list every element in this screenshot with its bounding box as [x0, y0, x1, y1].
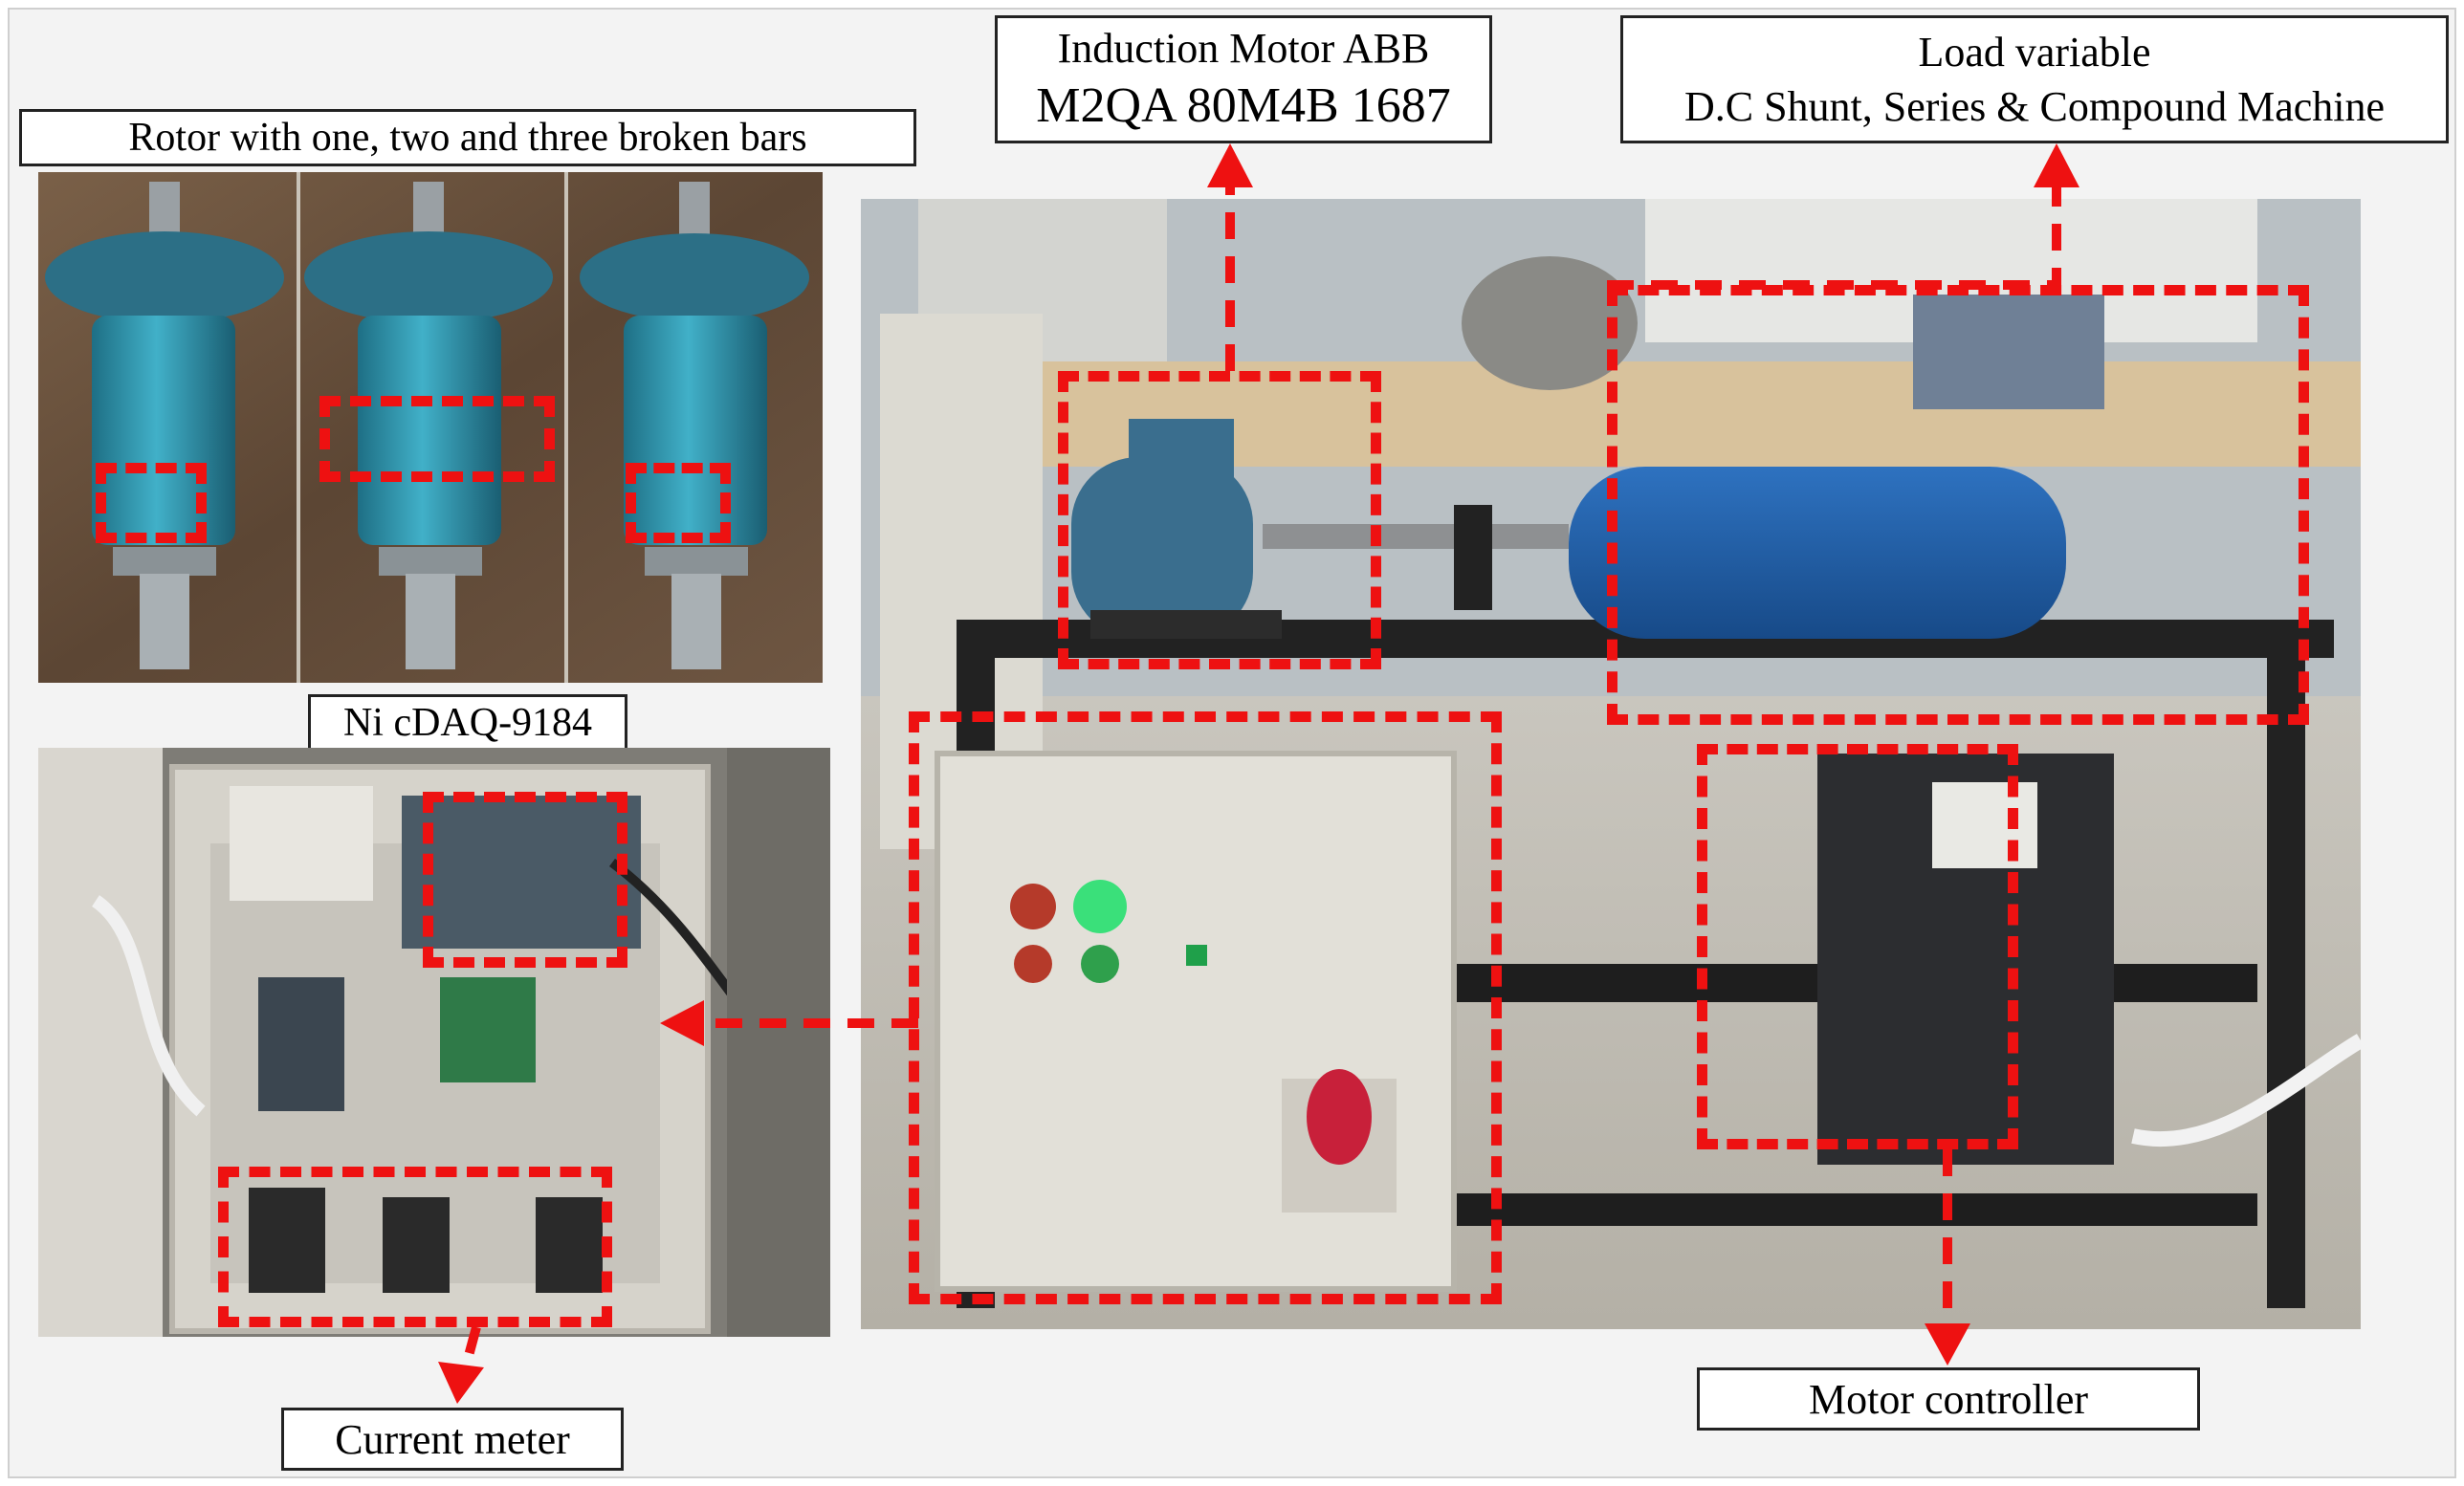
- rotor-label-text: Rotor with one, two and three broken bar…: [128, 116, 807, 160]
- daq-label-text: Ni cDAQ-9184: [342, 701, 593, 745]
- load-variable-label-line2: D.C Shunt, Series & Compound Machine: [1683, 83, 2386, 130]
- load-variable-label-line1: Load variable: [1918, 28, 2151, 76]
- induction-motor-label-line2: M2QA 80M4B 1687: [1036, 78, 1451, 133]
- rotor-photo-strip: [38, 172, 823, 683]
- induction-motor-marker: [1058, 371, 1381, 669]
- rotor-two-broken-bars: [304, 182, 553, 669]
- current-meter-label-text: Current meter: [335, 1415, 570, 1463]
- load-variable-label: Load variable D.C Shunt, Series & Compou…: [1620, 15, 2449, 143]
- daq-module-marker: [423, 792, 627, 968]
- rotor-photo-illustration: [38, 172, 823, 683]
- rotor-three-broken-bars: [580, 182, 809, 669]
- rotor1-broken-bar-marker: [96, 463, 207, 543]
- motor-controller-unit: [1817, 754, 2114, 1165]
- test-bench-illustration: [861, 199, 2361, 1329]
- rotor2-broken-bar-marker: [319, 396, 555, 482]
- induction-motor-label: Induction Motor ABB M2QA 80M4B 1687: [995, 15, 1492, 143]
- induction-motor: [1071, 419, 1282, 639]
- motor-controller-label: Motor controller: [1697, 1367, 2200, 1431]
- rotor-one-broken-bar: [45, 182, 284, 669]
- test-bench-photo: [861, 199, 2361, 1329]
- current-meter-label: Current meter: [281, 1408, 624, 1471]
- dc-machine: [1569, 295, 2104, 639]
- induction-motor-label-line1: Induction Motor ABB: [1057, 25, 1430, 72]
- daq-label: Ni cDAQ-9184: [308, 694, 627, 752]
- motor-controller-label-text: Motor controller: [1808, 1375, 2089, 1423]
- control-box-marker: [909, 711, 1502, 1304]
- rotor-label: Rotor with one, two and three broken bar…: [19, 109, 916, 166]
- control-box: [935, 751, 1457, 1292]
- current-sensors-marker: [218, 1167, 612, 1327]
- motor-controller-marker: [1697, 744, 2018, 1149]
- rotor3-broken-bar-marker: [626, 463, 731, 543]
- load-machine-marker: [1607, 285, 2309, 725]
